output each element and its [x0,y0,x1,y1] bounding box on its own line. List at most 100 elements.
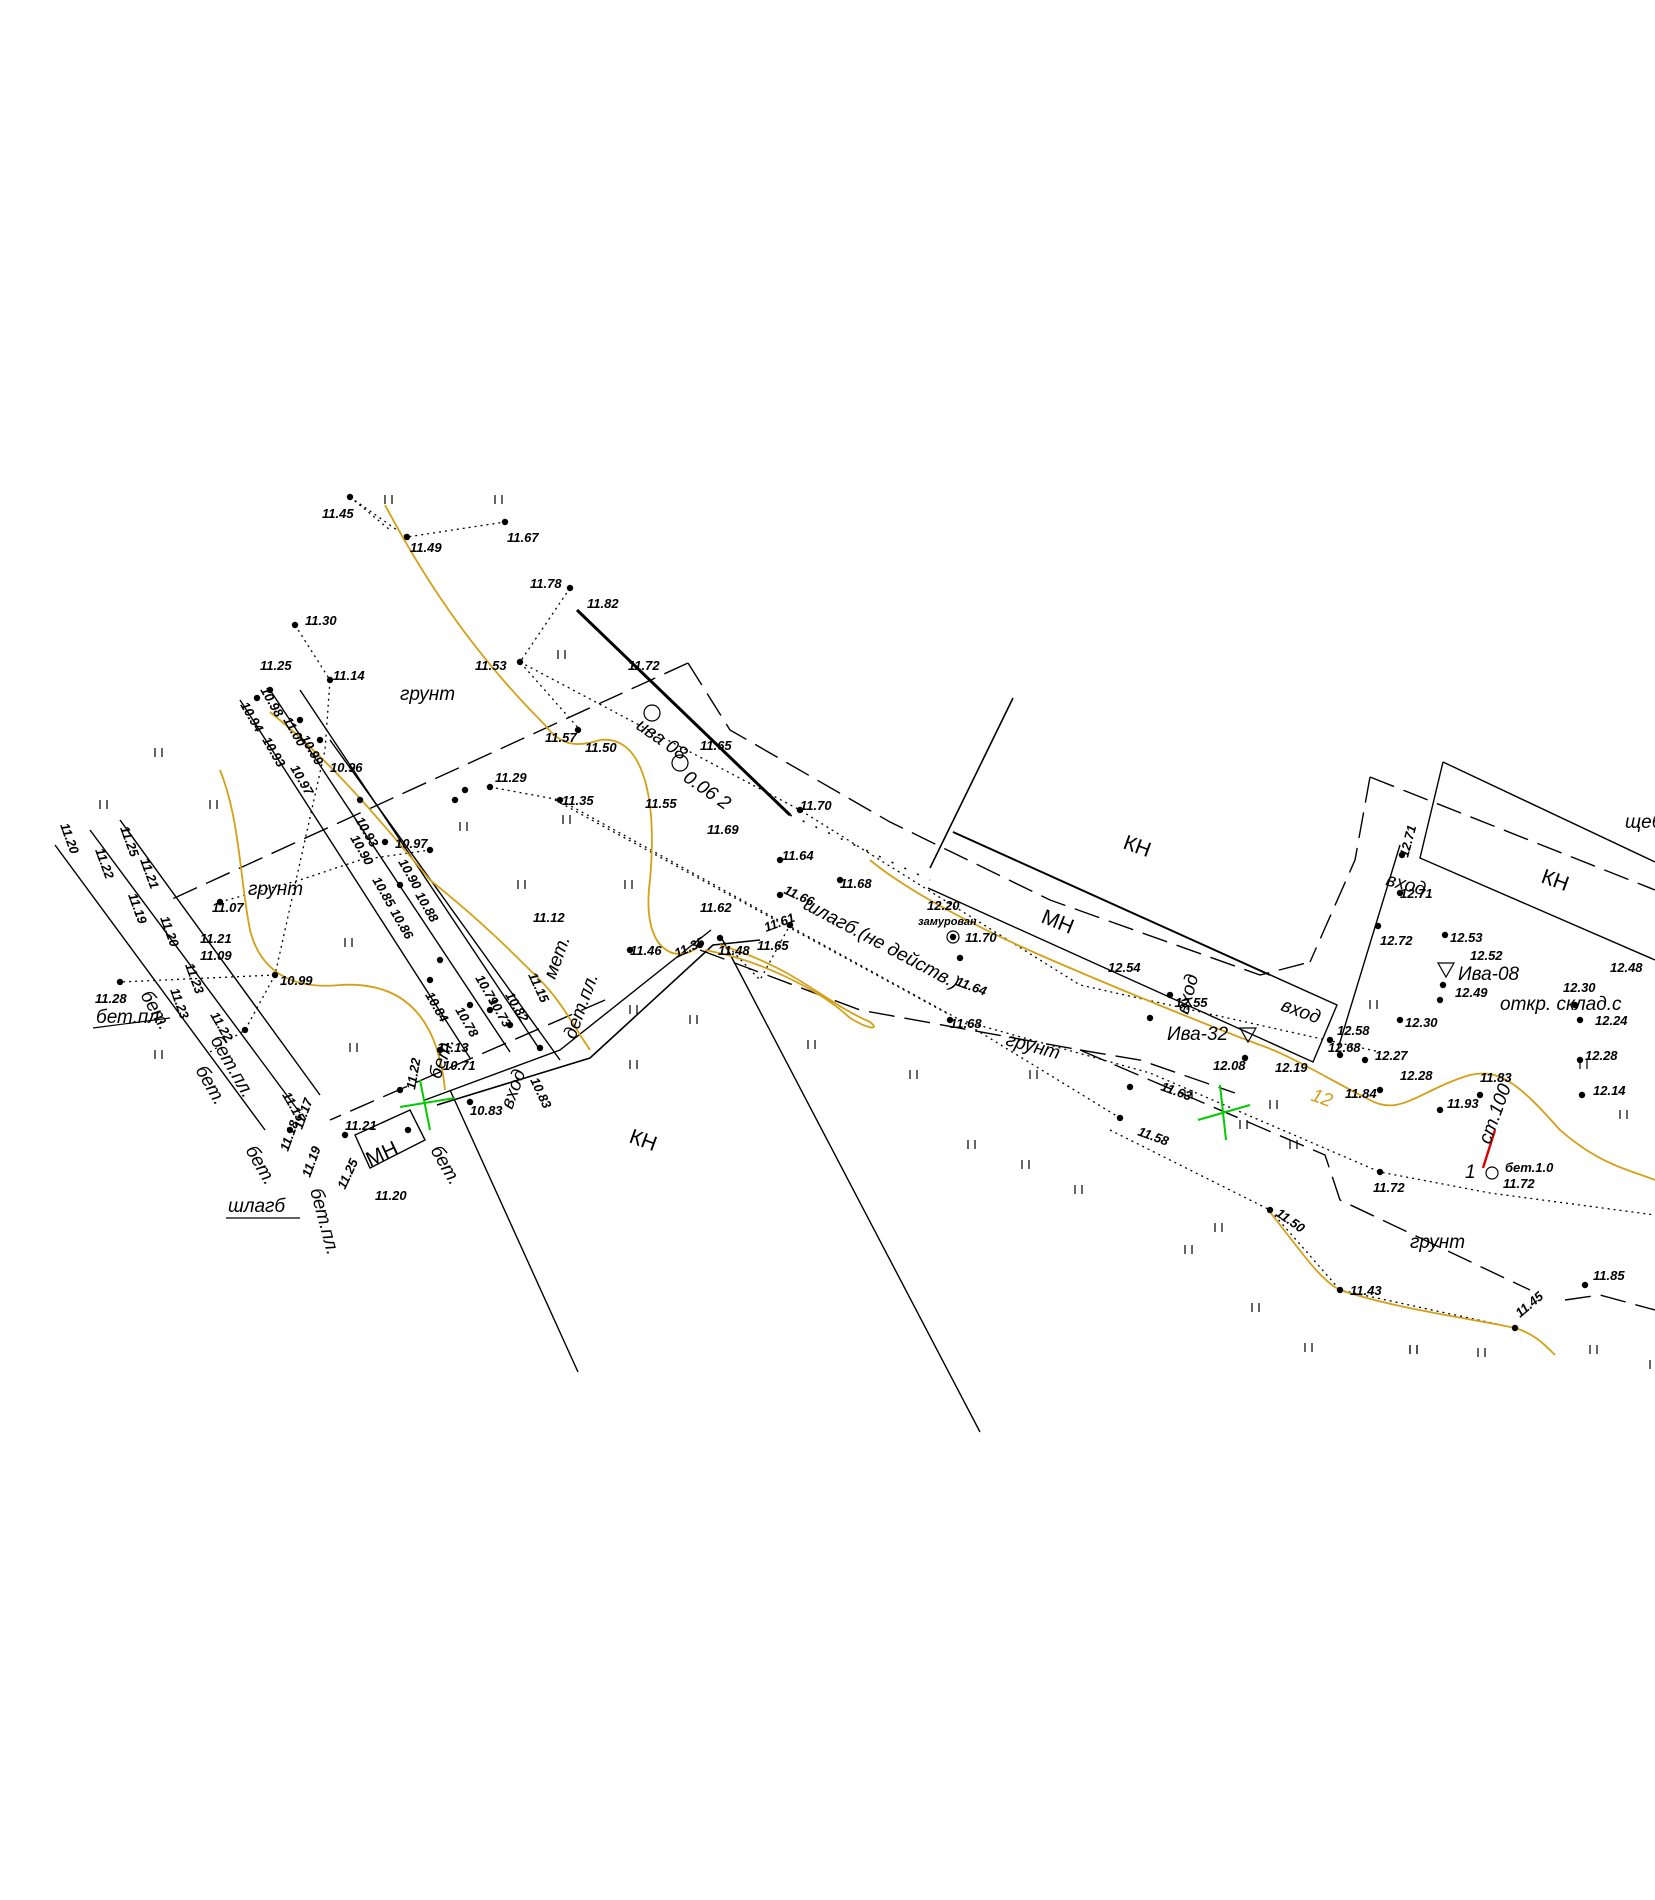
point-circle-marker [1485,1166,1499,1180]
spot-height: 11.45 [1512,1288,1546,1320]
dashed-boundary [687,662,1311,976]
spot-height: 11.46 [630,943,662,958]
spot-height: 12.08 [1213,1058,1246,1073]
survey-point [266,686,274,694]
spot-height: 11.83 [1480,1070,1512,1085]
spot-height: 10.84 [422,989,452,1025]
spot-height: 12.24 [1595,1013,1628,1028]
contour-line [1269,1211,1556,1356]
spot-height: 11.48 [718,943,750,958]
building-edge [1442,761,1655,863]
spot-height: 10.85 [369,874,399,910]
spot-height: 11.63 [1159,1079,1195,1104]
survey-point [426,846,434,854]
spot-height: 12.71 [1396,823,1419,858]
spot-height: 11.69 [707,822,739,837]
survey-point [566,584,574,592]
ground-label: грунт [1410,1232,1465,1253]
tree-symbol [671,754,689,772]
spot-height: 10.94 [237,699,267,735]
contour-line [219,769,446,1091]
spot-height: 11.64 [782,848,814,863]
building-edge [952,831,1271,976]
spot-height: 11.20 [375,1188,407,1203]
ground-label: грунт [400,684,455,705]
boundary-line [929,697,1014,869]
spot-height: 12.49 [1455,985,1488,1000]
survey-point [1126,1083,1134,1091]
survey-point [1436,996,1444,1004]
building-label: МН [362,1137,401,1172]
dotted-line [219,849,431,903]
spot-height: 11.19 [125,891,150,927]
label-underline [92,1017,171,1029]
road-edge [424,929,712,1101]
spot-height: 12.53 [1450,930,1483,945]
surface-label: бет.пл. [96,1007,164,1028]
survey-point [776,891,784,899]
spot-height: 11.07 [212,900,244,915]
spot-height: 11.58 [1136,1124,1172,1149]
spot-height: 10.99 [280,973,313,988]
strip-line [119,819,321,1096]
survey-point [1581,1281,1589,1289]
road-edge [436,939,761,1106]
spot-height: 11.29 [495,770,527,785]
spot-height: 11.50 [585,740,617,755]
spot-height: 10.98 [257,684,287,720]
parcel-label: КН [1120,831,1154,862]
spot-height: 12.28 [1585,1048,1618,1063]
survey-lines [54,608,1655,1433]
strip-line [54,844,266,1131]
dashed-boundary [1079,1049,1236,1094]
survey-point [486,783,494,791]
building-outline [927,831,1338,1063]
spot-height: 10.97 [395,836,428,851]
spot-height: 11.20 [57,821,82,857]
survey-point [241,1026,249,1034]
dotted-line [209,974,276,1053]
survey-point [1439,981,1447,989]
survey-point [506,1021,514,1029]
spot-height: 11.14 [333,668,365,683]
dotted-lines [119,496,1655,1329]
dashed-lines [169,662,1655,1311]
spot-height: 11.21 [200,931,232,946]
survey-point [836,876,844,884]
dotted-line [959,1019,1121,1119]
surface-label: бет.пл. [305,1186,343,1257]
spot-height: 11.21 [137,856,162,891]
survey-point [1241,1054,1249,1062]
survey-point [1511,1324,1519,1332]
spot-height: 11.57 [545,730,577,745]
dotted-line [719,924,791,982]
spot-height: 11.12 [533,910,565,925]
survey-point [396,881,404,889]
distance-label: 0.06 2 [679,767,735,815]
spot-height: 11.28 [95,991,127,1006]
spot-height: 12.30 [1405,1015,1438,1030]
survey-point [1578,1091,1586,1099]
survey-point [1441,931,1449,939]
spot-height: 12.72 [1380,933,1413,948]
spot-height: 11.19 [299,1144,324,1180]
survey-point [466,1001,474,1009]
spot-height: 11.65 [700,738,732,753]
dotted-line [554,799,951,1016]
spot-height: 11.20 [157,914,182,950]
survey-point [1376,1168,1384,1176]
surface-label: бет. [426,1142,465,1189]
building-edge [1336,844,1401,1053]
survey-point [536,1044,544,1052]
survey-point [1576,1016,1584,1024]
spot-height: 11.82 [587,596,619,611]
spot-height: 11.72 [1503,1176,1535,1191]
survey-point [1476,1091,1484,1099]
spot-height: 11.70 [800,798,832,813]
survey-point [1398,851,1406,859]
spot-height: 12.54 [1108,960,1141,975]
survey-point [381,838,389,846]
spot-height: 11.67 [507,530,539,545]
spot-height: 12.71 [1400,886,1433,901]
strip-line [269,689,511,1053]
